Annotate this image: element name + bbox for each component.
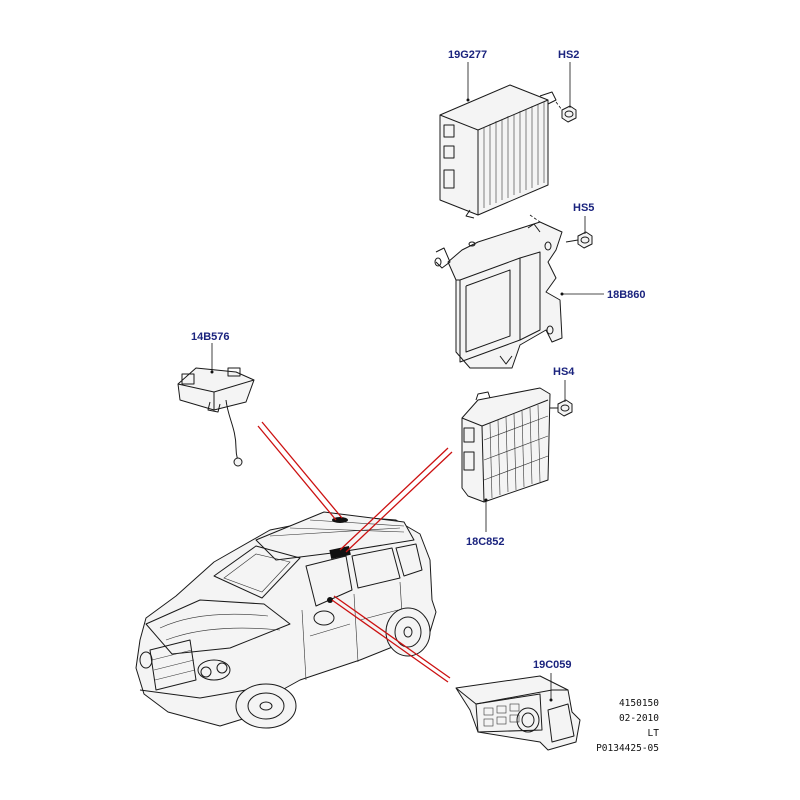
leader-lines xyxy=(466,62,604,532)
callout-18c852: 18C852 xyxy=(466,536,505,548)
location-lines xyxy=(257,421,453,683)
part-hs2-bolt xyxy=(555,101,577,123)
callout-hs4: HS4 xyxy=(553,366,575,378)
callout-labels: 19G277 HS2 HS5 18B860 14B576 HS4 18C852 … xyxy=(191,49,646,671)
reference-block: 4150150 02-2010 LT P0134425-05 xyxy=(596,698,659,754)
callout-14b576: 14B576 xyxy=(191,331,230,343)
reference-number: 4150150 xyxy=(619,698,659,709)
reference-code: LT xyxy=(648,728,660,739)
part-18c852-module xyxy=(461,387,551,503)
reference-date: 02-2010 xyxy=(619,713,659,724)
part-hs5-bolt xyxy=(565,231,593,249)
callout-hs2: HS2 xyxy=(558,49,579,61)
callout-hs5: HS5 xyxy=(573,202,594,214)
part-19g277-module xyxy=(439,84,557,219)
part-19c059-switchpack xyxy=(455,673,581,751)
callout-19c059: 19C059 xyxy=(533,659,572,671)
part-14b576-module xyxy=(177,343,255,467)
callout-19g277: 19G277 xyxy=(448,49,487,61)
reference-illustration-id: P0134425-05 xyxy=(596,743,659,754)
part-hs4-bolt xyxy=(550,399,573,417)
vehicle-illustration xyxy=(135,511,437,729)
callout-18b860: 18B860 xyxy=(607,289,646,301)
part-18b860-bracket xyxy=(434,214,563,369)
